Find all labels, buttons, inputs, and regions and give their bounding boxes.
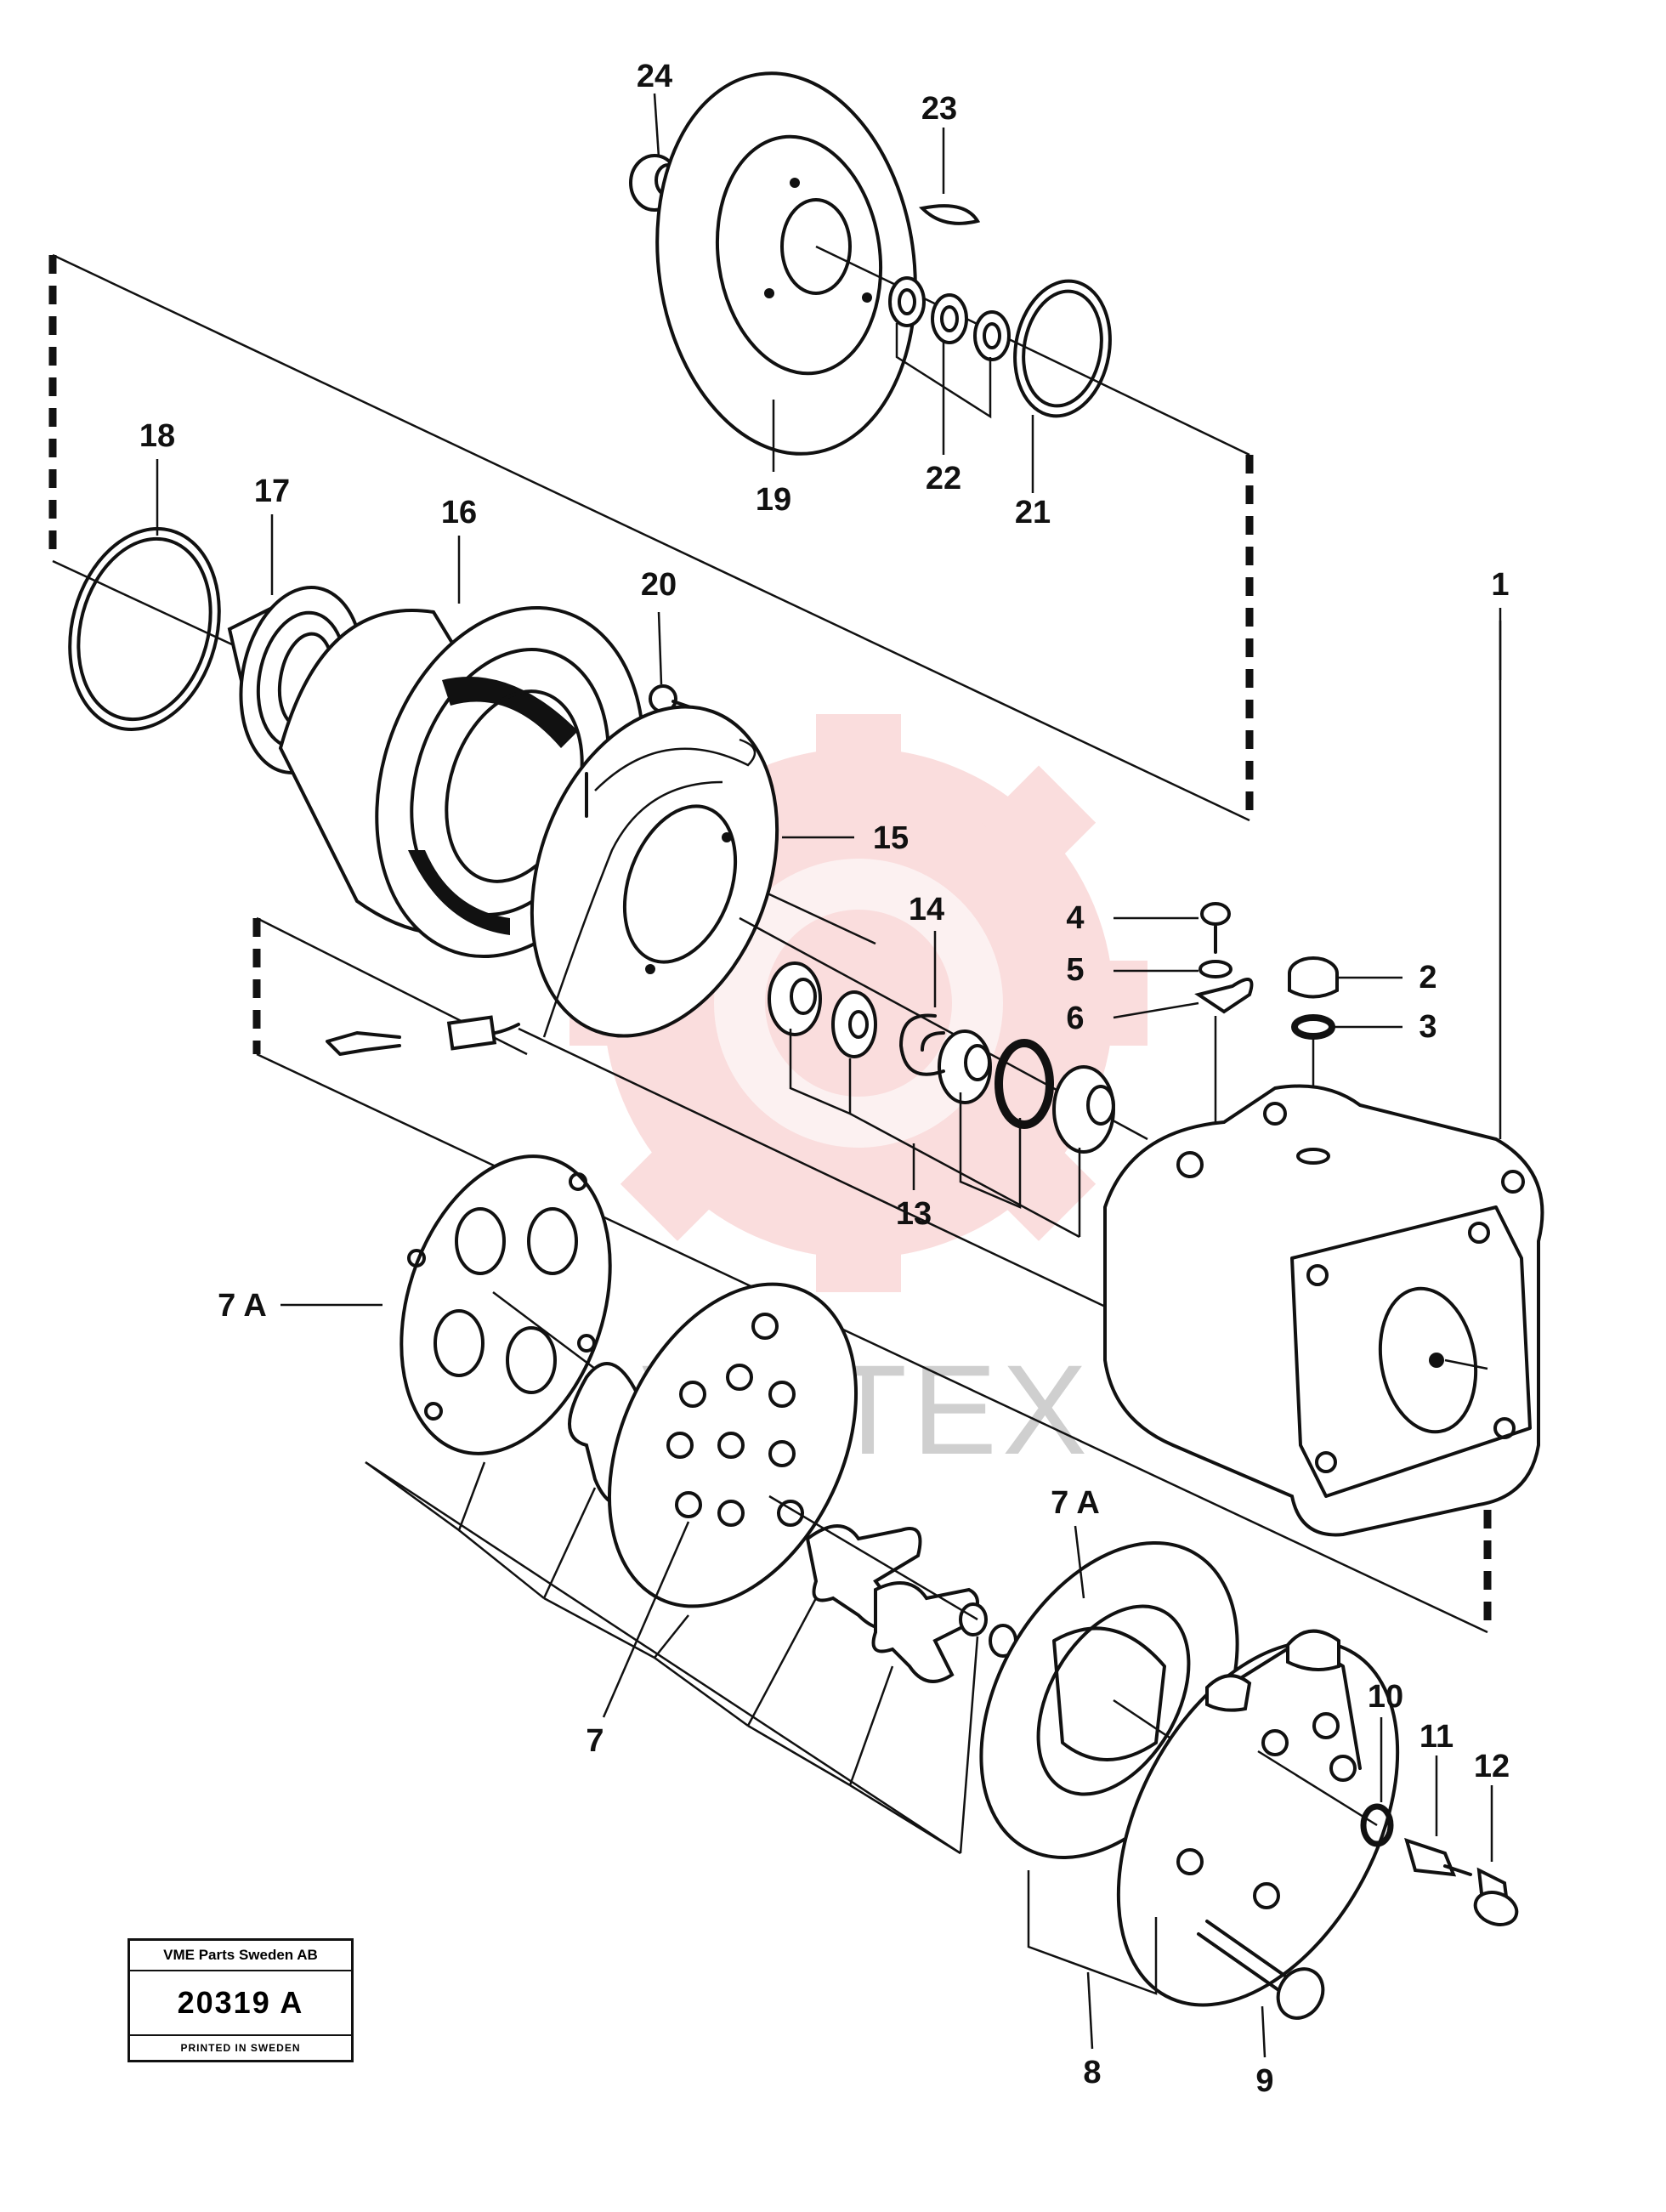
callout-10: 10 — [1368, 1679, 1403, 1715]
part-19-clutch-plate — [655, 71, 1250, 472]
callout-18: 18 — [139, 418, 175, 454]
callout-21: 21 — [1015, 495, 1051, 530]
callout-labels: 24 23 18 17 16 19 22 21 20 15 14 4 5 6 2… — [139, 59, 1510, 2099]
part-7-valve-plate-assembly — [365, 1282, 1017, 1855]
part-8-cylinder-head — [1027, 1629, 1400, 2050]
callout-6: 6 — [1066, 1001, 1084, 1036]
title-block-drawing-number: 20319 A — [130, 1971, 351, 2036]
callout-17: 17 — [254, 474, 290, 509]
callout-12: 12 — [1474, 1749, 1510, 1784]
title-block-printed-note: PRINTED IN SWEDEN — [180, 2042, 301, 2054]
callout-20: 20 — [641, 567, 677, 603]
callout-22: 22 — [926, 461, 961, 496]
part-1-compressor-body — [1103, 608, 1544, 1537]
part-11-valve — [1404, 1755, 1472, 1877]
part-5-washer — [1114, 960, 1232, 978]
title-block-company: VME Parts Sweden AB — [130, 1941, 351, 1971]
callout-24: 24 — [637, 59, 672, 94]
callout-1: 1 — [1491, 567, 1509, 603]
callout-23: 23 — [921, 91, 957, 127]
callout-16: 16 — [441, 495, 477, 530]
part-10-seal-ring — [1257, 1717, 1394, 1847]
part-20-screw — [649, 611, 707, 714]
callout-14: 14 — [909, 892, 944, 927]
callout-5: 5 — [1066, 952, 1084, 988]
callout-2: 2 — [1419, 960, 1436, 995]
part-9-bolt — [1197, 1920, 1325, 2058]
callout-11: 11 — [1420, 1719, 1454, 1755]
callout-3: 3 — [1419, 1009, 1436, 1045]
part-15-field-coil — [326, 705, 854, 1056]
callout-7a-left: 7 A — [218, 1288, 267, 1324]
part-18-snap-ring — [68, 459, 221, 731]
callout-15: 15 — [873, 820, 909, 856]
callout-19: 19 — [756, 482, 791, 518]
part-23-key — [918, 128, 981, 225]
callout-13: 13 — [896, 1196, 932, 1232]
part-13-seal-kit — [739, 916, 1148, 1239]
part-14-spring-clip — [899, 931, 945, 1076]
part-22-shims — [888, 276, 1011, 455]
part-7a-valve-plate-gasket-upper — [280, 1154, 612, 1455]
callout-9: 9 — [1255, 2063, 1273, 2099]
part-21-snap-ring — [1013, 279, 1112, 493]
part-2-plug — [1288, 956, 1402, 999]
title-block: VME Parts Sweden AB 20319 A PRINTED IN S… — [128, 1938, 354, 2062]
callout-8: 8 — [1083, 2055, 1101, 2090]
part-4-screw — [1114, 902, 1231, 954]
callout-7a-lower: 7 A — [1051, 1485, 1100, 1521]
callout-7: 7 — [586, 1723, 604, 1759]
part-12-cap — [1473, 1785, 1519, 1926]
callout-4: 4 — [1066, 900, 1084, 936]
